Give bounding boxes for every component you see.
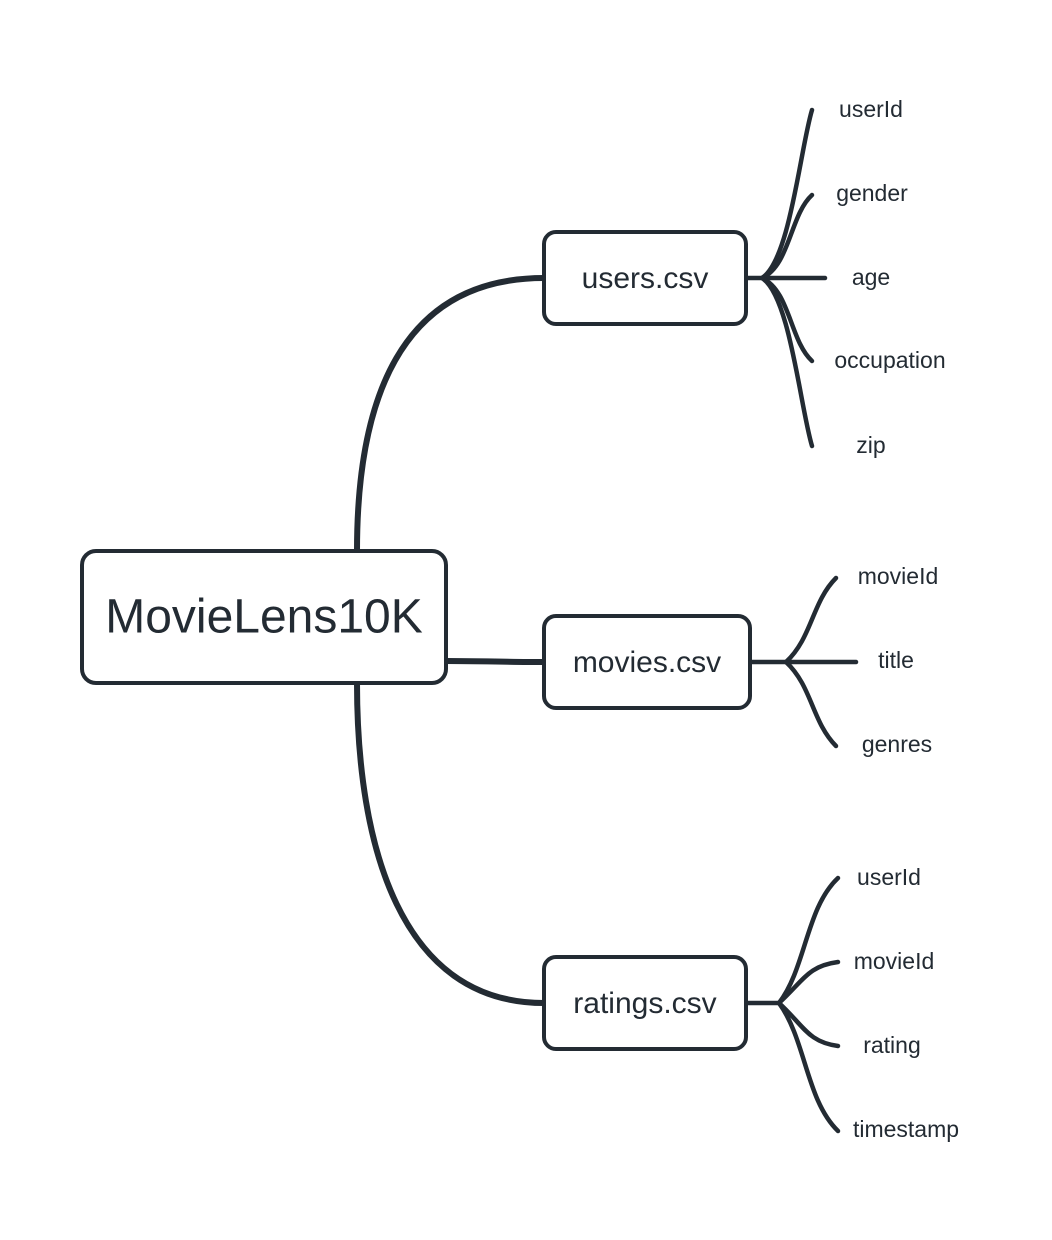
- node-root[interactable]: MovieLens10K: [80, 549, 448, 685]
- leaf-label-ratings-timestamp[interactable]: timestamp: [853, 1116, 959, 1142]
- node-movies-box[interactable]: [542, 614, 752, 710]
- node-movies-label: movies.csv: [573, 646, 721, 679]
- edge-root-to-ratings: [354, 680, 547, 1006]
- node-branch-ratings[interactable]: ratings.csv: [542, 955, 748, 1051]
- leaf-label-movies-genres[interactable]: genres: [862, 731, 932, 757]
- node-branch-users[interactable]: users.csv: [542, 230, 748, 326]
- node-ratings-box[interactable]: [542, 955, 748, 1051]
- leaf-label-users-gender[interactable]: gender: [836, 180, 908, 206]
- edge-ratings-to-rating: [776, 1000, 841, 1049]
- leaf-label-users-occupation[interactable]: occupation: [834, 347, 945, 373]
- edge-root-to-users: [354, 275, 547, 554]
- leaf-label-users-age[interactable]: age: [852, 264, 890, 290]
- node-users-label: users.csv: [582, 262, 709, 295]
- edge-users-to-gender: [759, 192, 815, 281]
- edge-users-to-occupation: [759, 275, 815, 364]
- node-users-box[interactable]: [542, 230, 748, 326]
- node-root-label: MovieLens10K: [105, 591, 423, 644]
- movies-leaf-labels: movieId title genres: [858, 563, 939, 757]
- edge-movies-to-movieid: [783, 575, 839, 665]
- leaf-label-users-userid[interactable]: userId: [839, 96, 903, 122]
- leaf-label-movies-movieid[interactable]: movieId: [858, 563, 939, 589]
- edge-ratings-to-timestamp: [776, 1000, 841, 1134]
- ratings-leaf-edges: [743, 875, 841, 1134]
- edge-users-to-zip: [759, 275, 815, 449]
- edge-root-to-movies: [443, 658, 547, 665]
- movies-leaf-edges: [747, 575, 859, 749]
- leaf-label-movies-title[interactable]: title: [878, 647, 914, 673]
- edge-movies-to-genres: [783, 659, 839, 749]
- leaf-label-ratings-rating[interactable]: rating: [863, 1032, 921, 1058]
- node-root-box[interactable]: [80, 549, 448, 685]
- ratings-leaf-labels: userId movieId rating timestamp: [853, 864, 959, 1142]
- edge-ratings-to-movieid: [776, 959, 841, 1006]
- trunk-edges: [354, 275, 547, 1006]
- edge-ratings-to-userid: [776, 875, 841, 1006]
- edge-users-to-userid: [759, 107, 815, 281]
- leaf-label-ratings-userid[interactable]: userId: [857, 864, 921, 890]
- users-leaf-edges: [743, 107, 828, 449]
- leaf-label-users-zip[interactable]: zip: [856, 432, 885, 458]
- node-branch-movies[interactable]: movies.csv: [542, 614, 752, 710]
- node-ratings-label: ratings.csv: [573, 987, 716, 1020]
- leaf-label-ratings-movieid[interactable]: movieId: [854, 948, 935, 974]
- users-leaf-labels: userId gender age occupation zip: [834, 96, 945, 458]
